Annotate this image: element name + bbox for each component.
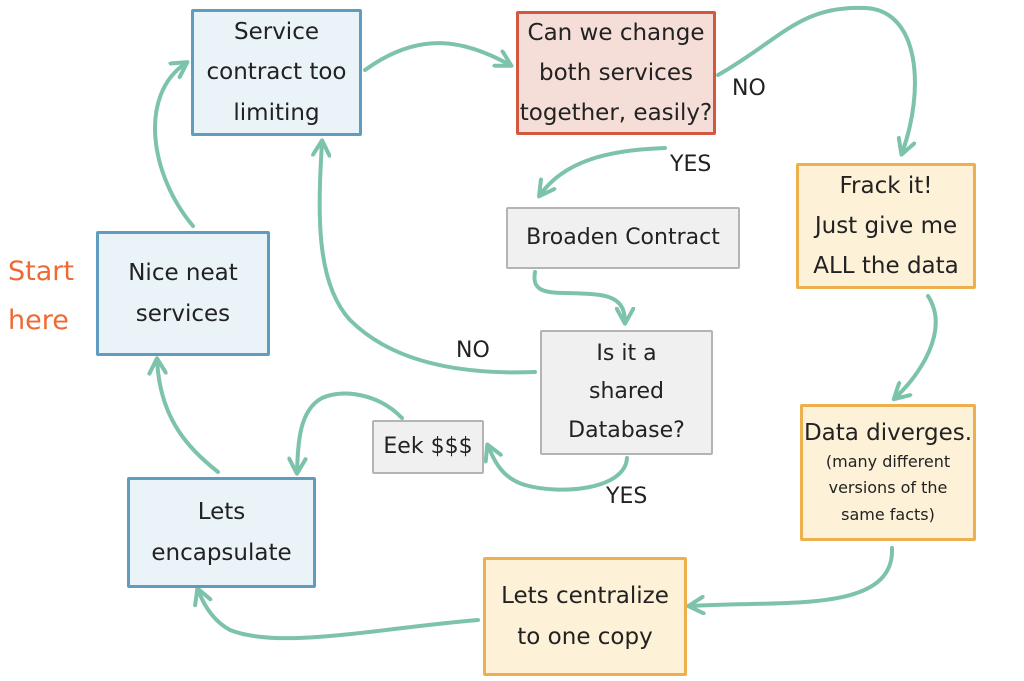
arrow-encapsulate-to-services [157,360,220,474]
node-data-diverges: Data diverges. (many different versions … [800,404,976,541]
arrow-eek-to-encapsulate [297,391,404,472]
node-nice-neat-services: Nice neat services [96,231,270,356]
start-here-label: Start here [8,256,74,336]
arrow-change-yes-to-broaden [540,146,667,195]
node-text: Data diverges. [803,419,973,446]
node-subtext: (many different versions of the same fac… [825,452,951,524]
node-text: Eek $$$ [383,433,473,459]
node-text: Lets centralize to one copy [501,583,669,650]
edge-label-shared-yes: YES [606,484,648,509]
node-shared-database: Is it a shared Database? [540,330,713,455]
arrow-diverges-to-centralize [690,546,895,606]
arrow-centralize-to-encapsulate [198,590,480,641]
edge-label-shared-no: NO [456,338,490,363]
arrow-broaden-to-shared [532,270,625,322]
node-text: Nice neat services [128,260,238,327]
node-lets-centralize: Lets centralize to one copy [483,557,687,676]
node-change-both-services: Can we change both services together, ea… [516,11,716,135]
arrow-frack-to-diverges [895,294,938,398]
node-text: Lets encapsulate [151,499,292,566]
arrow-contract-to-change [363,41,510,72]
arrow-shared-no-to-contract [320,142,537,375]
node-frack-it: Frack it! Just give me ALL the data [796,163,976,289]
node-text: Frack it! Just give me ALL the data [813,172,959,280]
node-text: Can we change both services together, ea… [519,19,713,127]
edge-label-change-no: NO [732,76,766,101]
node-eek: Eek $$$ [372,420,484,474]
node-service-contract: Service contract too limiting [191,9,362,136]
node-text: Service contract too limiting [206,19,347,126]
arrow-shared-yes-to-eek [488,446,629,492]
node-text: Broaden Contract [526,224,720,250]
node-broaden-contract: Broaden Contract [506,207,740,269]
arrow-change-no-to-frack [716,5,917,153]
node-lets-encapsulate: Lets encapsulate [127,477,316,588]
arrow-services-to-contract [153,63,195,228]
node-text: Is it a shared Database? [568,340,685,443]
edge-label-change-yes: YES [670,152,712,177]
